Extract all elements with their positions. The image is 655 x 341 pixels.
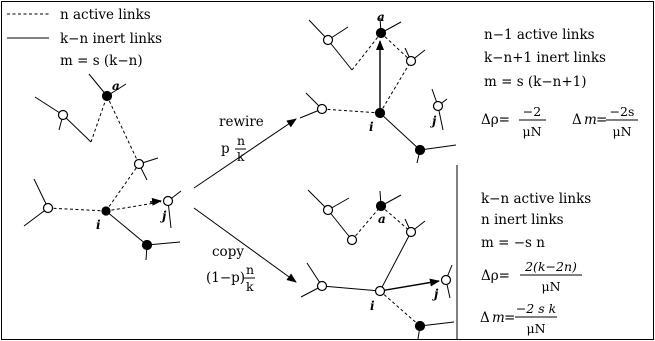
copy-dm-num: −2 s k <box>516 301 556 316</box>
node-filled <box>141 239 153 251</box>
node-j <box>440 274 452 286</box>
node-label-a: a <box>377 10 385 24</box>
copy-frac-num: n <box>246 262 254 277</box>
rewire-dm-delta: Δ <box>572 112 582 128</box>
copy-network: a i j <box>300 189 455 340</box>
rewire-drho-num: −2 <box>523 104 541 119</box>
rewire-active-count: n−1 active links <box>484 27 595 43</box>
rewire-m-value: m = s (k−n+1) <box>484 74 587 90</box>
node-j <box>162 195 174 207</box>
rewire-probability: p <box>221 141 230 157</box>
node-open <box>405 226 417 238</box>
node-label-a: a <box>378 212 386 226</box>
copy-result-panel: k−n active links n inert links m = −s n … <box>480 191 591 336</box>
initial-nodes <box>42 90 174 251</box>
copy-dm-eq: = <box>504 310 515 326</box>
copy-drho-lhs: Δρ= <box>481 268 510 284</box>
rewire-drho-lhs: Δρ= <box>481 112 510 128</box>
node-label-j: j <box>432 287 439 301</box>
copy-dm-delta: Δ <box>480 310 490 326</box>
node-label-j: j <box>160 209 167 223</box>
node-open <box>322 34 334 46</box>
rewire-dm-eq: = <box>596 112 607 128</box>
node-i <box>374 107 386 119</box>
rewire-label: rewire <box>219 114 264 130</box>
copy-drho-num: 2(k−2n) <box>524 259 577 274</box>
copy-transition-arrow <box>193 207 297 283</box>
copy-probability: (1−p) <box>206 270 245 286</box>
rewire-transition-arrow <box>193 118 297 189</box>
node-open <box>316 103 328 115</box>
copy-active-count: k−n active links <box>481 191 591 207</box>
node-i <box>374 285 386 297</box>
node-filled <box>414 320 426 332</box>
node-filled <box>414 144 426 156</box>
copy-label: copy <box>212 244 244 260</box>
rewire-network: a i j <box>299 10 457 164</box>
copy-dm-den: μN <box>526 321 545 336</box>
legend-inert-label: k−n inert links <box>60 31 162 47</box>
copy-inert-count: n inert links <box>481 212 564 228</box>
rewire-frac-num: n <box>237 133 245 148</box>
initial-network: a i j <box>23 73 182 261</box>
copy-frac-den: k <box>246 279 254 294</box>
rewire-drho-den: μN <box>522 124 541 139</box>
copy-drho-den: μN <box>541 279 560 294</box>
node-label-j: j <box>430 114 437 128</box>
rewire-frac-den: k <box>237 149 245 164</box>
transition-arrows: rewire p n k copy (1−p) n k <box>193 114 297 294</box>
rewire-dm-num: −2s <box>610 104 635 119</box>
rewire-dm-var: m <box>584 112 597 128</box>
legend-m-label: m = s (k−n) <box>60 53 143 69</box>
node-open <box>346 234 358 246</box>
rewire-inert-count: k−n+1 inert links <box>484 50 606 66</box>
node-label-i: i <box>369 120 374 134</box>
node-a <box>375 200 387 212</box>
rewire-result-panel: n−1 active links k−n+1 inert links m = s… <box>481 27 638 139</box>
node-open <box>405 55 417 67</box>
copy-new-link-arrow <box>379 278 440 292</box>
rewire-dashed-links <box>321 32 412 114</box>
copy-dm-var: m <box>492 310 505 326</box>
node-label-i: i <box>96 218 101 232</box>
node-open <box>133 158 145 170</box>
rewire-nodes <box>316 27 444 156</box>
node-a <box>375 27 387 39</box>
legend: n active links k−n inert links m = s (k−… <box>7 7 162 69</box>
node-label-a: a <box>112 79 120 93</box>
initial-rewire-arrow <box>149 197 162 206</box>
node-label-i: i <box>370 299 375 313</box>
node-open <box>42 202 54 214</box>
node-open <box>322 204 334 216</box>
node-open <box>316 280 328 292</box>
copy-dashed-links <box>351 205 421 327</box>
copy-m-value: m = −s n <box>481 235 545 251</box>
node-j <box>432 100 444 112</box>
initial-solid-links <box>23 73 182 261</box>
node-a <box>101 90 113 102</box>
legend-active-label: n active links <box>60 7 151 23</box>
node-i <box>101 206 111 216</box>
copy-nodes <box>316 200 452 332</box>
node-open <box>57 109 69 121</box>
rewire-dm-den: μN <box>612 124 631 139</box>
